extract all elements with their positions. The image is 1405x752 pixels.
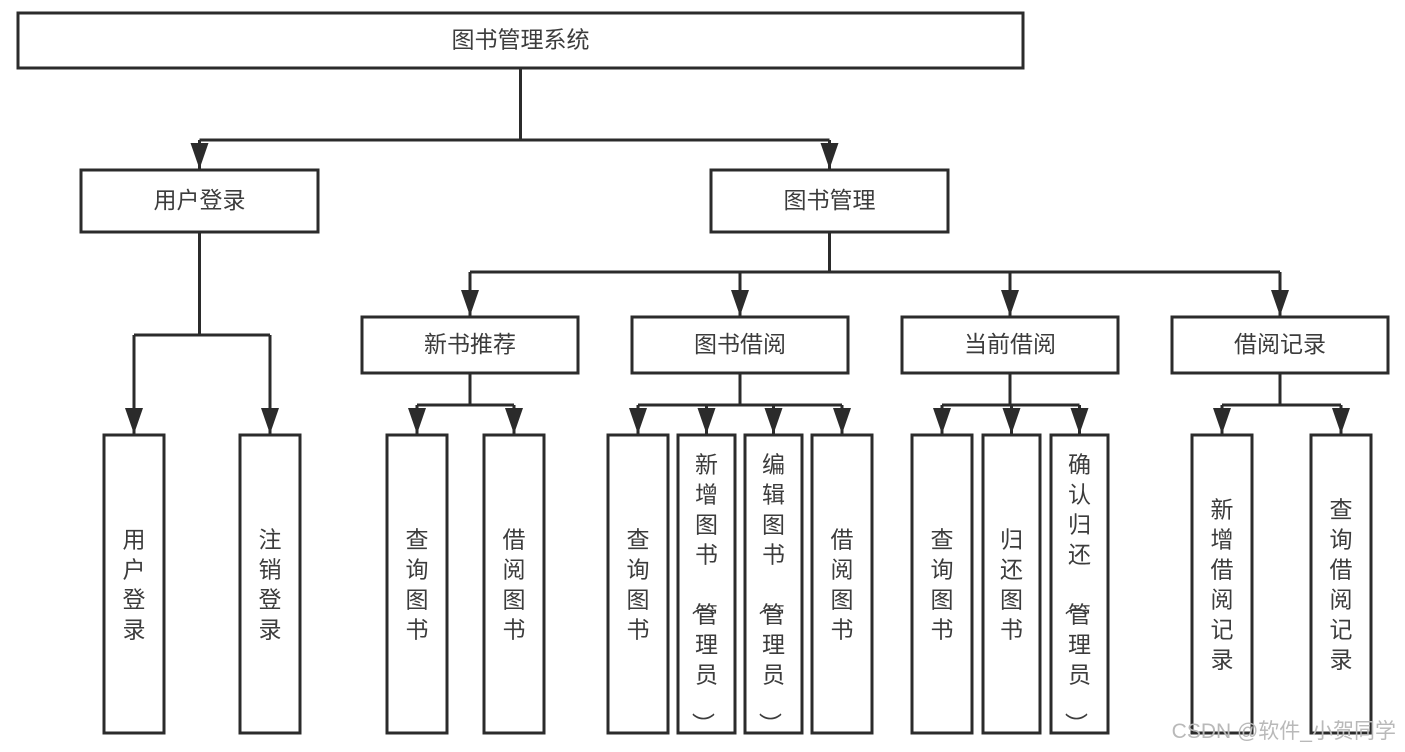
node-leaf-add-book-admin[interactable]: 新增图书（管理员） [676,433,737,735]
node-box[interactable] [1049,433,1110,735]
node-box[interactable] [1309,433,1373,735]
node-box[interactable] [676,433,737,735]
node-box[interactable] [981,433,1042,735]
node-box[interactable] [900,315,1120,375]
node-leaf-borrow-book-2[interactable]: 借阅图书 [810,433,874,735]
arrow-head-icon [1271,290,1289,316]
node-new-book-recommend[interactable]: 新书推荐 [360,315,580,375]
arrow-head-icon [261,408,279,434]
node-label: 借阅图书 [503,526,526,642]
arrow-head-icon [629,408,647,434]
node-label: 编辑图书（管理员） [757,451,785,735]
node-label: 查询图书 [931,526,954,642]
arrow-head-icon [933,408,951,434]
node-label: 新增图书（管理员） [690,451,718,735]
node-label: 查询图书 [627,526,650,642]
node-leaf-return-book[interactable]: 归还图书 [981,433,1042,735]
node-leaf-query-book-3[interactable]: 查询图书 [910,433,974,735]
node-label: 查询借阅记录 [1330,496,1353,672]
node-leaf-edit-book-admin[interactable]: 编辑图书（管理员） [743,433,804,735]
node-leaf-add-borrow-record[interactable]: 新增借阅记录 [1190,433,1254,735]
arrow-head-icon [1213,408,1231,434]
node-label: 借阅记录 [1234,331,1326,357]
node-label: 图书借阅 [694,331,786,357]
node-leaf-borrow-book-1[interactable]: 借阅图书 [482,433,546,735]
node-leaf-query-book-1[interactable]: 查询图书 [385,433,449,735]
nodes-layer: 图书管理系统用户登录图书管理新书推荐图书借阅当前借阅借阅记录用户登录注销登录查询… [16,11,1390,735]
node-label: 用户登录 [123,526,146,642]
node-book-borrow[interactable]: 图书借阅 [630,315,850,375]
node-leaf-query-borrow-record[interactable]: 查询借阅记录 [1309,433,1373,735]
arrow-head-icon [461,290,479,316]
node-box[interactable] [238,433,302,735]
node-borrow-record[interactable]: 借阅记录 [1170,315,1390,375]
arrow-head-icon [731,290,749,316]
node-current-borrow[interactable]: 当前借阅 [900,315,1120,375]
node-box[interactable] [1170,315,1390,375]
node-label: 图书管理系统 [452,27,590,53]
node-label: 借阅图书 [831,526,854,642]
arrow-head-icon [125,408,143,434]
node-leaf-user-login[interactable]: 用户登录 [102,433,166,735]
node-label: 归还图书 [1000,526,1023,642]
node-user-login[interactable]: 用户登录 [79,168,320,234]
node-box[interactable] [79,168,320,234]
arrow-head-icon [1002,408,1021,434]
node-box[interactable] [1190,433,1254,735]
arrow-head-icon [1001,290,1019,316]
node-box[interactable] [606,433,670,735]
node-label: 图书管理 [784,187,876,213]
node-label: 查询图书 [406,526,429,642]
node-box[interactable] [709,168,950,234]
arrow-head-icon [833,408,851,434]
edges-layer [125,68,1350,434]
node-leaf-query-book-2[interactable]: 查询图书 [606,433,670,735]
arrow-head-icon [190,143,209,169]
node-leaf-logout-login[interactable]: 注销登录 [238,433,302,735]
node-label: 当前借阅 [964,331,1056,357]
node-book-management[interactable]: 图书管理 [709,168,950,234]
node-box[interactable] [16,11,1025,70]
node-box[interactable] [910,433,974,735]
node-box[interactable] [385,433,449,735]
arrow-head-icon [505,408,523,434]
arrow-head-icon [1070,408,1089,434]
watermark: CSDN @软件_小贺同学 [1172,720,1396,743]
node-label: 用户登录 [154,187,246,213]
node-box[interactable] [743,433,804,735]
node-label: 新增借阅记录 [1211,496,1234,672]
node-label: 新书推荐 [424,331,516,357]
node-box[interactable] [810,433,874,735]
node-root-图书管理系统[interactable]: 图书管理系统 [16,11,1025,70]
node-label: 注销登录 [259,526,282,642]
node-box[interactable] [360,315,580,375]
node-leaf-confirm-return-admin[interactable]: 确认归还（管理员） [1049,433,1110,735]
node-box[interactable] [630,315,850,375]
arrow-head-icon [820,143,839,169]
node-label: 确认归还（管理员） [1063,451,1091,735]
arrow-head-icon [697,408,716,434]
arrow-head-icon [1332,408,1350,434]
arrow-head-icon [408,408,426,434]
arrow-head-icon [764,408,783,434]
node-box[interactable] [102,433,166,735]
node-box[interactable] [482,433,546,735]
